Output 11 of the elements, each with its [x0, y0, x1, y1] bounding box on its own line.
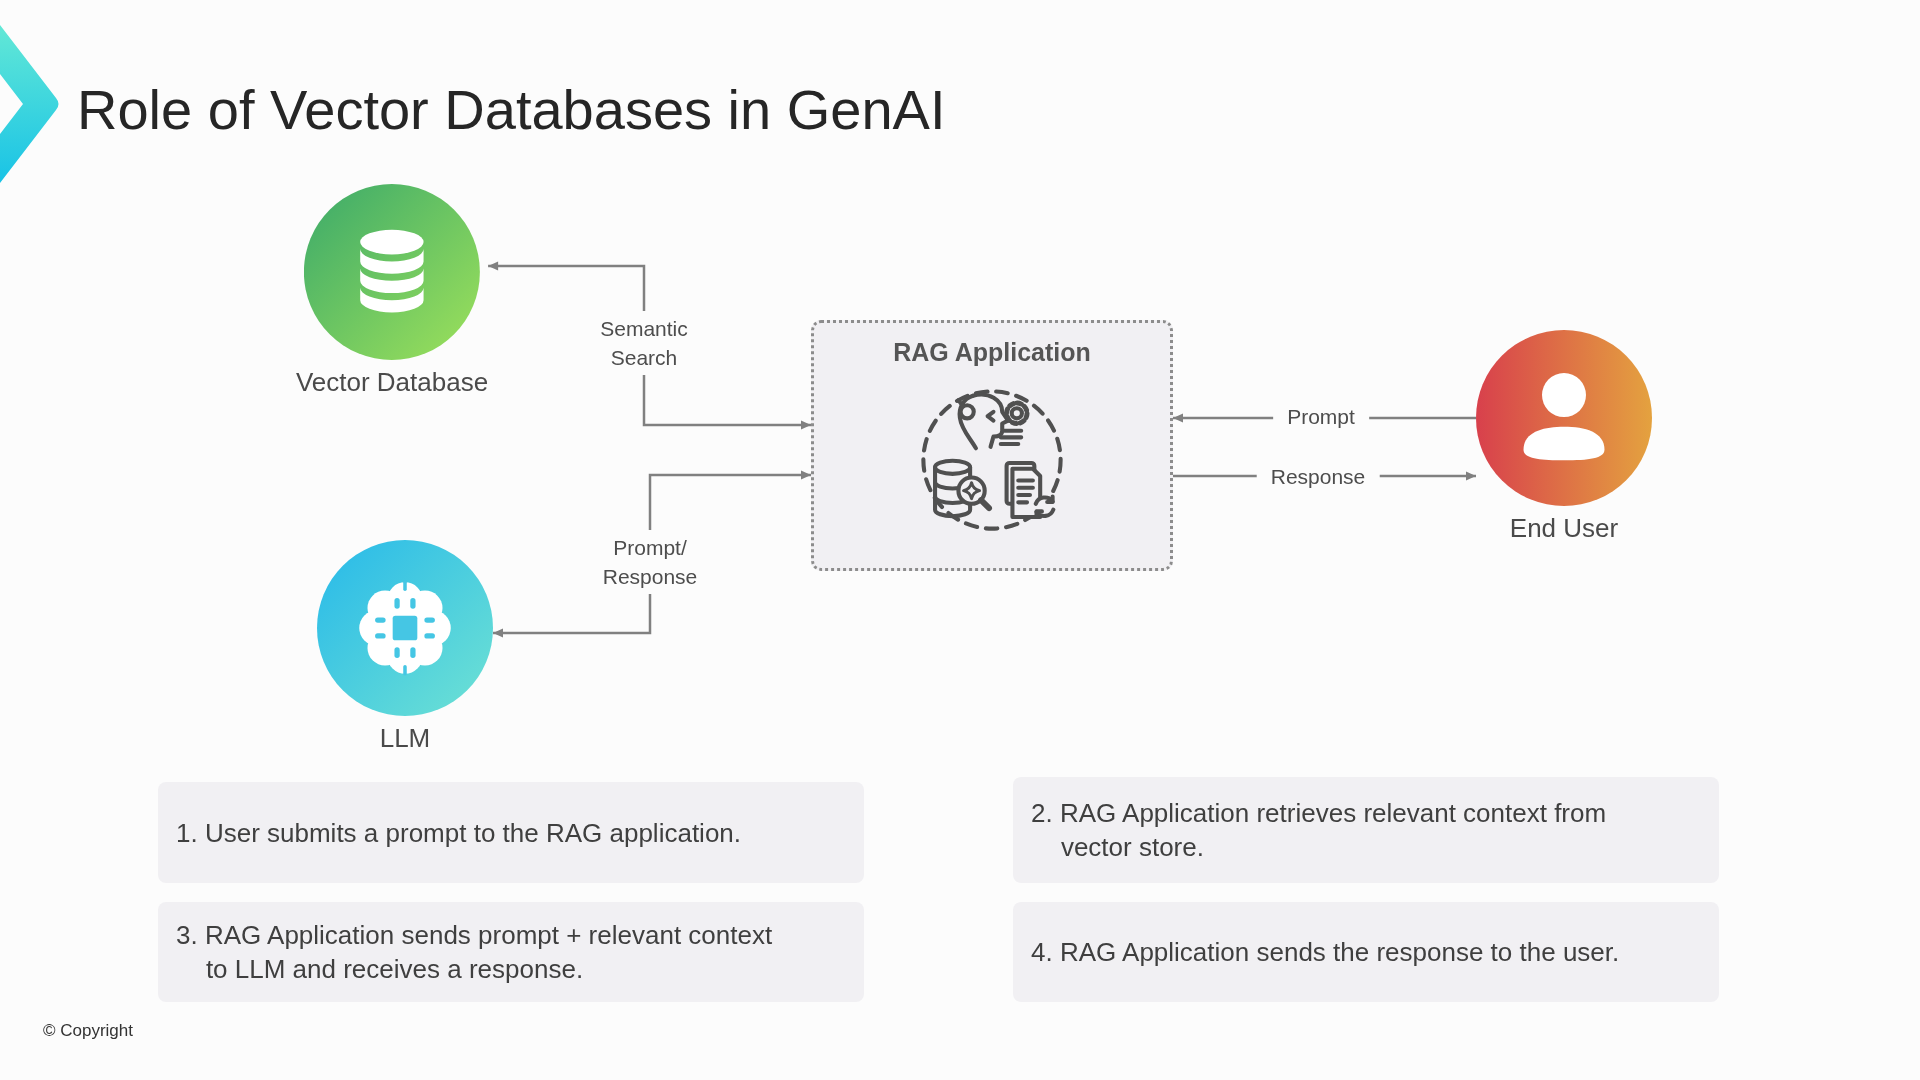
node-label: Vector Database	[295, 367, 489, 397]
panel-title: RAG Application	[893, 337, 1091, 367]
step-text: 2. RAG Application retrieves relevant context from vector store.	[1031, 797, 1608, 864]
step-text: 3. RAG Application sends prompt + relevant context to LLM and receives a response.	[176, 919, 774, 986]
application-panel	[811, 320, 1173, 571]
copyright-note: © Copyright	[43, 1020, 133, 1042]
step-text: 4. RAG Application sends the response to the user.	[1031, 936, 1620, 969]
page-title: Role of Vector Databases in GenAI	[77, 78, 946, 142]
node-label: End User	[1509, 513, 1619, 543]
node-label: LLM	[379, 723, 431, 753]
step-text: 1. User submits a prompt to the RAG application.	[176, 816, 742, 850]
